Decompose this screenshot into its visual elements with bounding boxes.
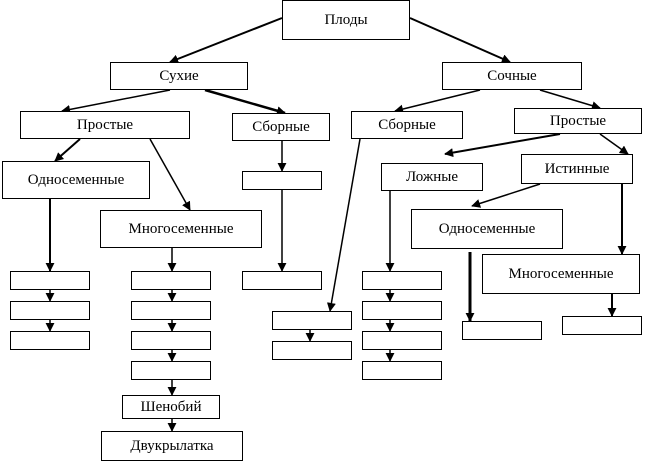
node-dry-compound: Сборные (232, 113, 330, 141)
example-box (131, 271, 211, 290)
example-box (362, 331, 442, 350)
example-box (362, 271, 442, 290)
node-false-fruits: Ложные (381, 163, 483, 191)
example-box (462, 321, 542, 340)
connector-arrow (326, 138, 361, 312)
node-dry-simple-many-seeded: Многосеменные (100, 210, 262, 248)
node-fleshy-simple: Простые (514, 108, 642, 134)
example-box (272, 311, 352, 330)
node-fruits: Плоды (282, 0, 410, 40)
connector-arrow (54, 138, 81, 162)
node-true-single-seeded: Односеменные (411, 209, 563, 249)
example-box (131, 361, 211, 380)
connector-arrow (444, 133, 561, 158)
example-box (362, 301, 442, 320)
node-fleshy-compound: Сборные (351, 111, 463, 139)
node-fleshy: Сочные (442, 62, 582, 90)
node-dry-simple-single-seeded: Односеменные (2, 161, 150, 199)
node-true-many-seeded: Многосеменные (482, 254, 640, 294)
example-box (272, 341, 352, 360)
example-box (10, 271, 90, 290)
example-box (10, 331, 90, 350)
example-box (131, 331, 211, 350)
connector-arrow (204, 88, 286, 116)
connector-arrow (409, 17, 511, 63)
node-dry: Сухие (110, 62, 248, 90)
example-box (362, 361, 442, 380)
connector-arrow (169, 17, 283, 64)
example-box (242, 171, 322, 190)
connector-arrow (149, 138, 191, 211)
connector-arrow (61, 89, 171, 114)
example-schenobiy: Шенобий (122, 395, 220, 419)
example-box (562, 316, 642, 335)
connector-arrow (471, 183, 541, 208)
node-true-fruits: Истинные (521, 154, 633, 184)
connector-arrow (599, 133, 629, 155)
connector-arrow (539, 89, 601, 110)
node-dry-simple: Простые (20, 111, 190, 139)
example-box (242, 271, 322, 290)
example-box (131, 301, 211, 320)
connector-arrow (394, 89, 481, 114)
example-box (10, 301, 90, 320)
example-dvukrylatka: Двукрылатка (101, 431, 243, 461)
